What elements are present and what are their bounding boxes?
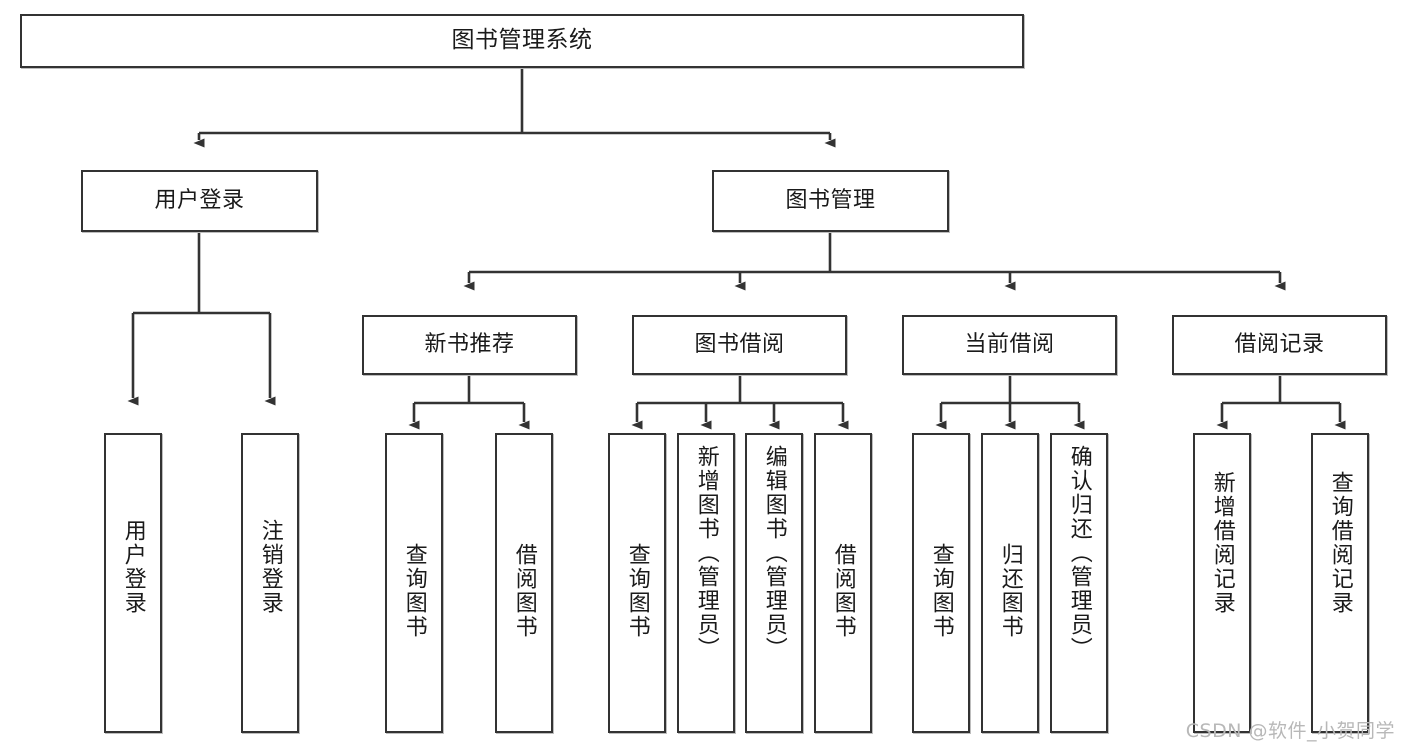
node-leaf-borrow-book-1-label: 借阅图书 bbox=[511, 543, 537, 639]
node-new-book-recommend-label: 新书推荐 bbox=[424, 332, 515, 358]
node-root[interactable]: 图书管理系统 bbox=[20, 14, 1024, 68]
node-leaf-edit-book-label: 编辑图书（管理员） bbox=[761, 445, 787, 661]
node-root-label: 图书管理系统 bbox=[451, 27, 593, 54]
node-leaf-query-book-3[interactable]: 查询图书 bbox=[912, 433, 970, 733]
node-user-login[interactable]: 用户登录 bbox=[81, 170, 318, 232]
node-new-book-recommend[interactable]: 新书推荐 bbox=[362, 315, 577, 375]
node-leaf-borrow-book-2[interactable]: 借阅图书 bbox=[814, 433, 872, 733]
node-leaf-add-record-label: 新增借阅记录 bbox=[1209, 471, 1235, 615]
node-leaf-borrow-book-1[interactable]: 借阅图书 bbox=[495, 433, 553, 733]
node-leaf-query-book-2[interactable]: 查询图书 bbox=[608, 433, 666, 733]
node-leaf-add-book[interactable]: 新增图书（管理员） bbox=[677, 433, 735, 733]
node-leaf-query-book-1[interactable]: 查询图书 bbox=[385, 433, 443, 733]
node-user-login-label: 用户登录 bbox=[154, 188, 245, 214]
node-book-manage-label: 图书管理 bbox=[785, 188, 876, 214]
node-leaf-query-book-2-label: 查询图书 bbox=[624, 543, 650, 639]
node-leaf-add-record[interactable]: 新增借阅记录 bbox=[1193, 433, 1251, 733]
node-current-borrow[interactable]: 当前借阅 bbox=[902, 315, 1117, 375]
node-leaf-return-book[interactable]: 归还图书 bbox=[981, 433, 1039, 733]
node-leaf-query-record[interactable]: 查询借阅记录 bbox=[1311, 433, 1369, 733]
watermark-text: CSDN @软件_小贺同学 bbox=[1185, 720, 1395, 742]
node-leaf-edit-book[interactable]: 编辑图书（管理员） bbox=[745, 433, 803, 733]
node-leaf-user-login[interactable]: 用户登录 bbox=[104, 433, 162, 733]
node-leaf-user-login-label: 用户登录 bbox=[120, 519, 146, 615]
node-leaf-add-book-label: 新增图书（管理员） bbox=[693, 445, 719, 661]
node-current-borrow-label: 当前借阅 bbox=[964, 332, 1055, 358]
node-leaf-borrow-book-2-label: 借阅图书 bbox=[830, 543, 856, 639]
node-book-borrow-label: 图书借阅 bbox=[694, 332, 785, 358]
node-borrow-record-label: 借阅记录 bbox=[1234, 332, 1325, 358]
node-leaf-return-book-label: 归还图书 bbox=[997, 543, 1023, 639]
node-leaf-confirm-return[interactable]: 确认归还（管理员） bbox=[1050, 433, 1108, 733]
node-borrow-record[interactable]: 借阅记录 bbox=[1172, 315, 1387, 375]
node-leaf-confirm-return-label: 确认归还（管理员） bbox=[1066, 445, 1092, 661]
node-leaf-logout-login[interactable]: 注销登录 bbox=[241, 433, 299, 733]
node-leaf-query-book-1-label: 查询图书 bbox=[401, 543, 427, 639]
node-leaf-query-book-3-label: 查询图书 bbox=[928, 543, 954, 639]
node-leaf-query-record-label: 查询借阅记录 bbox=[1327, 471, 1353, 615]
node-book-manage[interactable]: 图书管理 bbox=[712, 170, 949, 232]
node-leaf-logout-login-label: 注销登录 bbox=[257, 519, 283, 615]
node-book-borrow[interactable]: 图书借阅 bbox=[632, 315, 847, 375]
